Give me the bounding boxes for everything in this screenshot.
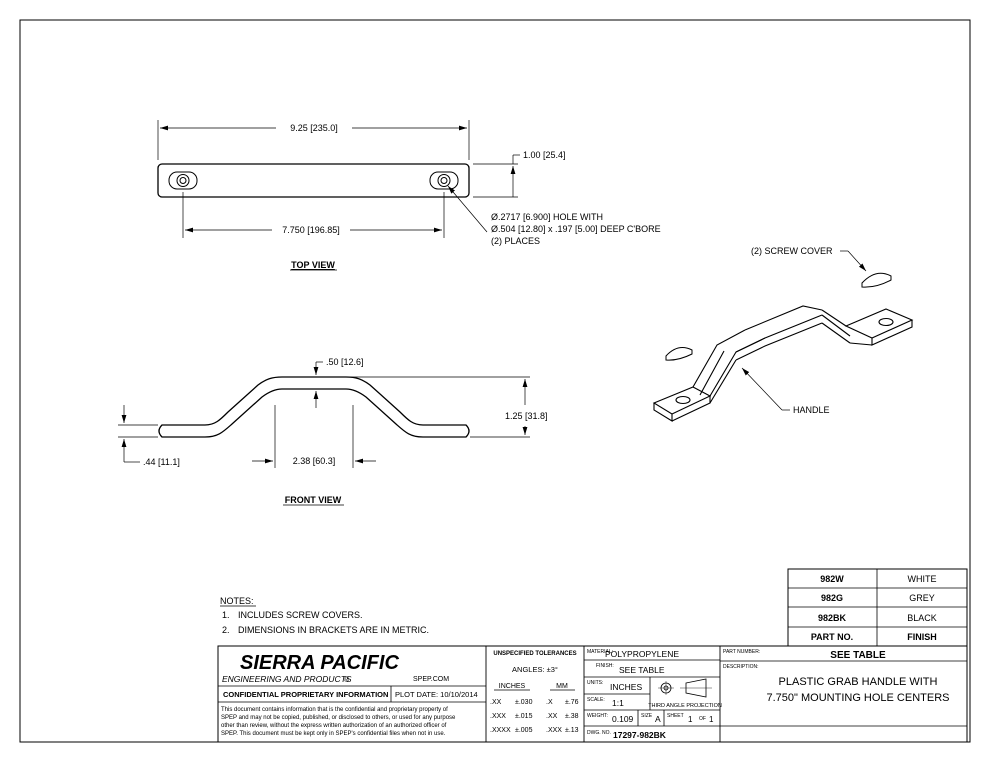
title-block: SIERRA PACIFIC ENGINEERING AND PRODUCTS …	[217, 645, 968, 743]
confidential-line-2: SPEP and may not be copied, published, o…	[221, 715, 456, 721]
part-number-value: SEE TABLE	[830, 650, 886, 661]
scale-label: SCALE:	[587, 697, 605, 703]
handle-label: HANDLE	[793, 405, 830, 415]
part-number-label: PART NUMBER:	[723, 649, 760, 655]
tol-row-3-in-tol: ±.005	[515, 727, 533, 734]
tol-row-3-mm-fmt: .XXX	[546, 727, 562, 734]
dwg-no-label: DWG. NO.	[587, 730, 611, 736]
part-row-2-finish: GREY	[909, 593, 935, 603]
handle-iso	[652, 305, 914, 422]
tol-row-2-mm-tol: ±.38	[565, 713, 579, 720]
top-view: 9.25 [235.0] 1.00 [25.4] 7.750 [196.85] …	[157, 120, 661, 271]
front-view-outline	[158, 376, 470, 438]
dwg-no-value: 17297-982BK	[613, 730, 667, 740]
tolerances-title: UNSPECIFIED TOLERANCES	[493, 651, 576, 657]
dim-height: 1.25 [31.8]	[505, 411, 548, 421]
part-row-2-part: 982G	[821, 593, 843, 603]
tol-row-3-mm-tol: ±.13	[565, 727, 579, 734]
dim-overall-length: 9.25 [235.0]	[290, 123, 338, 133]
tol-row-2-in-tol: ±.015	[515, 713, 533, 720]
description-line-2: 7.750" MOUNTING HOLE CENTERS	[767, 692, 950, 704]
note-1-text: INCLUDES SCREW COVERS.	[238, 610, 363, 620]
tolerances-inches-head: INCHES	[499, 683, 526, 690]
confidential-line-1: This document contains information that …	[221, 707, 448, 713]
front-view-label: FRONT VIEW	[285, 495, 342, 505]
sheet-value: 1	[688, 715, 693, 724]
confidential-title: CONFIDENTIAL PROPRIETARY INFORMATION	[223, 690, 388, 699]
tol-row-1-mm-fmt: .X	[546, 699, 553, 706]
size-label: SIZE	[641, 713, 653, 719]
registered-mark: ®	[344, 676, 350, 684]
part-row-3-finish: BLACK	[907, 613, 937, 623]
company-sub: ENGINEERING AND PRODUCTS	[222, 674, 352, 684]
dim-width: 1.00 [25.4]	[523, 150, 566, 160]
notes: NOTES: 1. INCLUDES SCREW COVERS. 2. DIME…	[220, 596, 429, 635]
dim-base-height: .44 [11.1]	[143, 457, 180, 467]
dim-grip-length: 2.38 [60.3]	[293, 456, 336, 466]
material-value: POLYPROPYLENE	[605, 649, 679, 659]
tol-row-2-in-fmt: .XXX	[490, 713, 506, 720]
notes-title: NOTES:	[220, 596, 254, 606]
projection-label: THIRD ANGLE PROJECTION	[648, 703, 722, 709]
part-table-header-part: PART NO.	[811, 632, 853, 642]
screw-cover-right	[861, 272, 892, 288]
tol-row-3-in-fmt: .XXXX	[490, 727, 511, 734]
size-value: A	[655, 714, 661, 724]
part-row-1-finish: WHITE	[908, 574, 937, 584]
top-view-label: TOP VIEW	[291, 260, 335, 270]
note-1-num: 1.	[222, 610, 230, 620]
note-2-text: DIMENSIONS IN BRACKETS ARE IN METRIC.	[238, 625, 429, 635]
top-view-outline	[157, 163, 470, 198]
note-2-num: 2.	[222, 625, 230, 635]
finish-value: SEE TABLE	[619, 665, 665, 675]
tolerances-mm-head: MM	[556, 683, 568, 690]
dim-thickness: .50 [12.6]	[326, 357, 364, 367]
hole-note-line1: Ø.2717 [6.900] HOLE WITH	[491, 212, 603, 222]
tol-row-1-mm-tol: ±.76	[565, 699, 579, 706]
isometric-view: (2) SCREW COVER HANDLE	[652, 246, 914, 422]
plot-date: PLOT DATE: 10/10/2014	[395, 690, 478, 699]
weight-value: 0.109	[612, 714, 634, 724]
part-row-1-part: 982W	[820, 574, 844, 584]
weight-label: WEIGHT:	[587, 713, 608, 719]
description-line-1: PLASTIC GRAB HANDLE WITH	[779, 676, 938, 688]
tol-row-2-mm-fmt: .XX	[546, 713, 558, 720]
projection-symbol-icon	[658, 678, 712, 698]
material-label: MATERIAL:	[587, 649, 613, 655]
sheet-of-label: OF	[699, 716, 706, 722]
finish-label: FINISH:	[596, 663, 614, 669]
confidential-line-3: other than review, without the express w…	[221, 723, 447, 729]
company-name: SIERRA PACIFIC	[240, 652, 399, 674]
hole-note-line3: (2) PLACES	[491, 236, 540, 246]
hole-note-line2: Ø.504 [12.80] x .197 [5.00] DEEP C'BORE	[491, 224, 661, 234]
tol-row-1-in-tol: ±.030	[515, 699, 533, 706]
left-hole	[168, 171, 198, 190]
description-label: DESCRIPTION:	[723, 664, 759, 670]
part-table: 982W WHITE 982G GREY 982BK BLACK PART NO…	[787, 568, 968, 647]
company-website: SPEP.COM	[413, 676, 449, 683]
sheet-label: SHEET	[667, 713, 684, 719]
sheet-total: 1	[709, 715, 714, 724]
confidential-line-4: SPEP. This document must be kept only in…	[221, 731, 446, 737]
screw-cover-left	[665, 347, 693, 361]
front-view: .50 [12.6] 1.25 [31.8] .44 [11.1] 2.38 […	[118, 357, 548, 506]
tolerances-angles: ANGLES: ±3°	[512, 665, 558, 674]
right-hole	[429, 171, 459, 190]
part-row-3-part: 982BK	[818, 613, 847, 623]
scale-value: 1:1	[612, 698, 624, 708]
part-table-header-finish: FINISH	[907, 632, 937, 642]
screw-cover-label: (2) SCREW COVER	[751, 246, 833, 256]
dim-hole-centers: 7.750 [196.85]	[282, 225, 340, 235]
units-label: UNITS:	[587, 680, 603, 686]
tol-row-1-in-fmt: .XX	[490, 699, 502, 706]
units-value: INCHES	[610, 682, 642, 692]
